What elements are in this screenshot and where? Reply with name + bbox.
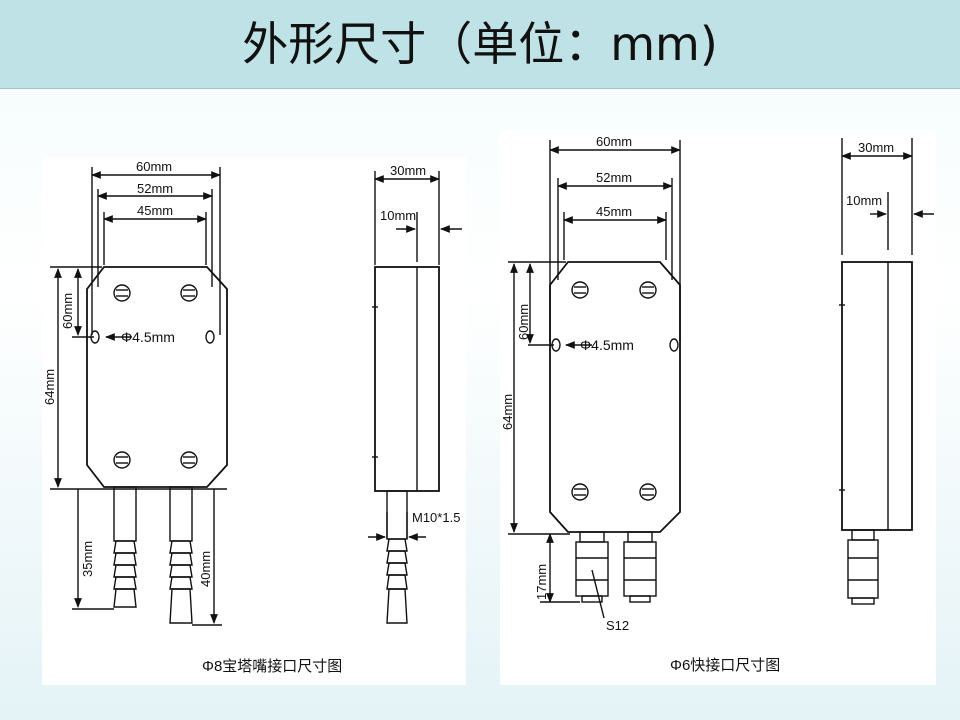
fitting-size-label: S12 [606,618,629,633]
dim-52-label: 52mm [596,170,632,185]
mounting-hole [669,338,679,352]
sensor-body-side [841,261,913,531]
sensor-body-front [86,266,228,488]
dim-10-label: 10mm [380,208,416,223]
screw-icon [113,284,198,469]
sensor-body-front [549,261,681,533]
screw-icon [571,281,657,501]
length-35-label: 35mm [80,541,95,577]
dim-10-label: 10mm [846,193,882,208]
height-60-label: 60mm [516,304,531,340]
hole-diameter-label: Φ4.5mm [121,329,175,345]
dim-60-label: 60mm [136,159,172,174]
mounting-hole [205,330,215,344]
quick-fitting-left [575,531,609,603]
title-bar: 外形尺寸（单位：mm) [0,0,960,89]
height-64-label: 64mm [42,369,57,405]
dim-30-label: 30mm [858,140,894,155]
dim-30-label: 30mm [390,163,426,178]
hose-barb-right [169,486,193,624]
length-40-label: 40mm [198,551,213,587]
page-title: 外形尺寸（单位：mm) [242,17,718,71]
dim-60-label: 60mm [596,134,632,149]
hose-barb-left [113,486,137,608]
hole-diameter-label: Φ4.5mm [580,337,634,353]
height-64-label: 64mm [500,394,515,430]
dim-45-label: 45mm [596,204,632,219]
thread-label: M10*1.5 [412,510,460,525]
bottom-hose-diagram: 60mm 52mm 45mm 30mm 10mm Φ4.5mm M10*1.5 … [42,159,462,675]
dim-45-label: 45mm [137,203,173,218]
quick-fitting-right [623,531,657,603]
diagram-caption: Φ8宝塔嘴接口尺寸图 [202,658,342,675]
sensor-body-side [374,266,440,492]
dim-52-label: 52mm [137,181,173,196]
quick-connector-diagram: 60mm 52mm 45mm 30mm 10mm Φ4.5mm S12 60mm… [500,134,934,674]
bottom-hose-diagram-panel: 60mm 52mm 45mm 30mm 10mm Φ4.5mm M10*1.5 … [42,157,466,685]
side-hose-barb [386,490,408,624]
diagram-caption: Φ6快接口尺寸图 [670,657,780,674]
quick-connector-diagram-panel: 60mm 52mm 45mm 30mm 10mm Φ4.5mm S12 60mm… [500,130,936,685]
side-quick-fitting [847,529,879,605]
length-17-label: 17mm [534,564,549,600]
height-60-label: 60mm [60,293,75,329]
